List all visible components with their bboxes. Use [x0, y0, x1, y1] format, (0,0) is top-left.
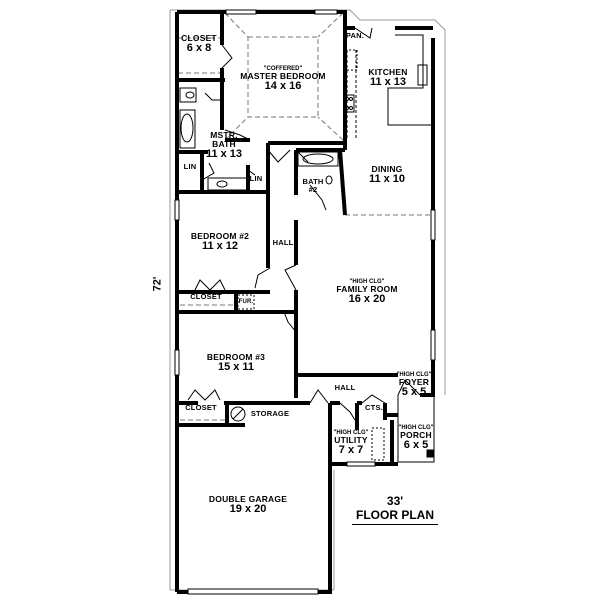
room-bedroom-3: BEDROOM #3 15 x 11: [206, 352, 266, 373]
room-double-garage: DOUBLE GARAGE 19 x 20: [208, 494, 288, 515]
room-furnace: FUR.: [238, 299, 254, 305]
room-hall-lower: HALL: [334, 383, 356, 392]
room-bedroom-2: BEDROOM #2 11 x 12: [190, 231, 250, 252]
room-foyer: "HIGH CLG" FOYER 5 x 5: [396, 372, 432, 399]
room-master-bath: MSTR. BATH 11 x 13: [205, 130, 243, 160]
plan-title: FLOOR PLAN: [352, 508, 438, 525]
room-coats: CTS.: [365, 403, 383, 412]
room-utility: "HIGH CLG" UTILITY 7 x 7: [333, 430, 369, 457]
room-dining: DINING 11 x 10: [368, 164, 406, 185]
room-porch: "HIGH CLG" PORCH 6 x 5: [398, 425, 434, 452]
room-storage: STORAGE: [250, 409, 290, 418]
room-closet-3: CLOSET: [185, 403, 217, 412]
room-pantry: PAN.: [345, 31, 365, 40]
depth-dimension: 72': [151, 276, 164, 292]
room-closet-2: CLOSET: [190, 292, 222, 301]
room-family-room: "HIGH CLG" FAMILY ROOM 16 x 20: [336, 279, 398, 306]
room-hall-upper: HALL: [272, 238, 294, 247]
width-dimension: 33': [386, 494, 404, 508]
room-linen-1: LIN: [183, 162, 197, 171]
room-bath-2: BATH #2: [302, 177, 324, 194]
room-kitchen: KITCHEN 11 x 13: [368, 67, 408, 88]
room-closet-master: CLOSET 6 x 8: [181, 33, 217, 54]
room-linen-2: LIN: [249, 174, 263, 183]
room-master-bedroom: "COFFERED" MASTER BEDROOM 14 x 16: [240, 66, 326, 93]
plan-title-block: 33' FLOOR PLAN: [352, 494, 438, 525]
